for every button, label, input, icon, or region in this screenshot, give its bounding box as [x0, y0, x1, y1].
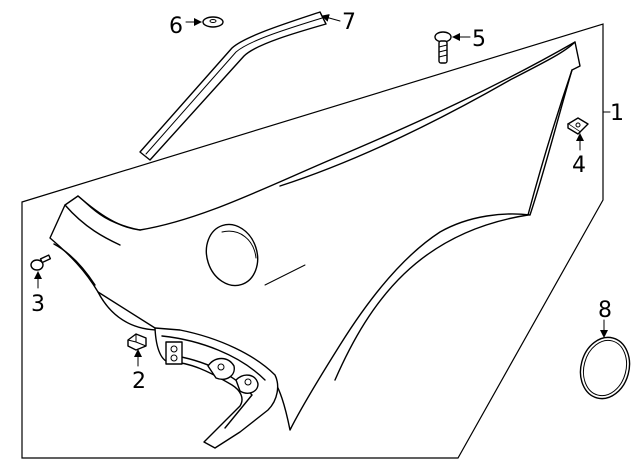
clip-nut-4 [567, 117, 589, 135]
callout-8: 8 [598, 298, 612, 323]
callout-labels: 6 7 5 1 4 3 2 8 [31, 10, 624, 394]
callout-7: 7 [342, 10, 356, 35]
belt-molding [139, 11, 327, 161]
fuel-door-opening [205, 223, 259, 287]
push-pin-3 [30, 254, 52, 271]
quarter-panel [49, 41, 581, 431]
fuel-door-8 [579, 336, 631, 400]
bolt-5 [434, 31, 452, 64]
callout-4: 4 [572, 153, 586, 178]
grommet-6 [202, 16, 224, 28]
callout-6: 6 [169, 14, 183, 39]
callout-1: 1 [610, 101, 624, 126]
leader-lines [34, 14, 611, 367]
clip-2 [127, 333, 147, 351]
pocket-bracket [165, 341, 183, 365]
callout-3: 3 [31, 292, 45, 317]
tail-lamp-pocket [154, 327, 279, 449]
callout-2: 2 [132, 369, 146, 394]
assembly-frame [21, 23, 604, 459]
callout-5: 5 [472, 27, 486, 52]
arrow-7 [321, 14, 341, 22]
